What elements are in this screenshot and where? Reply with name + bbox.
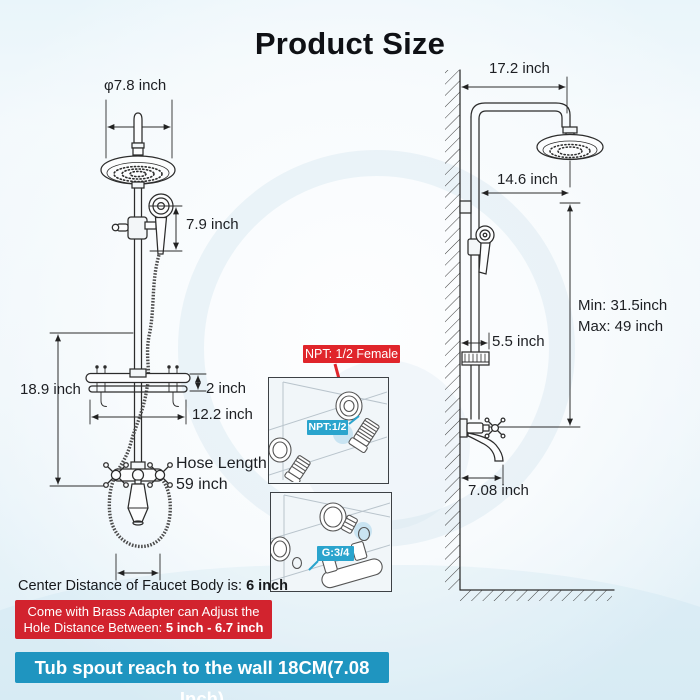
adapter-banner: Come with Brass Adapter can Adjust the H…	[15, 600, 272, 639]
dim-shelf-height: 2 inch	[206, 380, 247, 397]
dim-riser-max: Max: 49 inch	[578, 318, 664, 335]
adapter-banner-line2: Hole Distance Between: 5 inch - 6.7 inch	[17, 620, 270, 636]
npt-female-label: NPT: 1/2 Female	[303, 345, 400, 363]
page-title: Product Size	[254, 26, 446, 61]
side-view-diagram	[445, 69, 615, 601]
center-distance-label: Center Distance of Faucet Body is:	[18, 578, 247, 594]
dim-riser-height: 18.9 inch	[20, 381, 81, 398]
hose-length-value: 59 inch	[176, 476, 228, 493]
hole-distance-label: Hole Distance Between:	[23, 619, 166, 635]
center-distance-value: 6 inch	[246, 578, 288, 594]
dim-head-diameter: φ7.8 inch	[104, 77, 167, 94]
front-view-diagram	[49, 99, 207, 581]
dim-spout-reach: 7.08 inch	[468, 482, 529, 499]
dim-riser-range: Min: 31.5inch Max: 49 inch	[578, 295, 667, 337]
dim-shelf-depth: 5.5 inch	[492, 333, 545, 350]
g34-adapter-photo	[270, 492, 392, 592]
dim-shelf-width: 12.2 inch	[192, 406, 253, 423]
hole-distance-value: 5 inch - 6.7 inch	[165, 619, 264, 635]
hose-length-label: Hose Length:	[176, 455, 272, 472]
g34-label: G:3/4	[317, 546, 354, 561]
center-distance-note: Center Distance of Faucet Body is: 6 inc…	[18, 578, 288, 594]
dim-handshower-height: 7.9 inch	[186, 216, 239, 233]
dim-wall-offset: 17.2 inch	[489, 60, 550, 77]
dim-riser-min: Min: 31.5inch	[578, 297, 668, 314]
adapter-banner-line1: Come with Brass Adapter can Adjust the	[27, 604, 260, 619]
npt-half-label: NPT:1/2	[307, 420, 348, 435]
tub-spout-banner: Tub spout reach to the wall 18CM(7.08 In…	[15, 652, 389, 700]
dim-head-offset: 14.6 inch	[497, 171, 558, 188]
hose-length-note: Hose Length: 59 inch	[176, 453, 271, 495]
